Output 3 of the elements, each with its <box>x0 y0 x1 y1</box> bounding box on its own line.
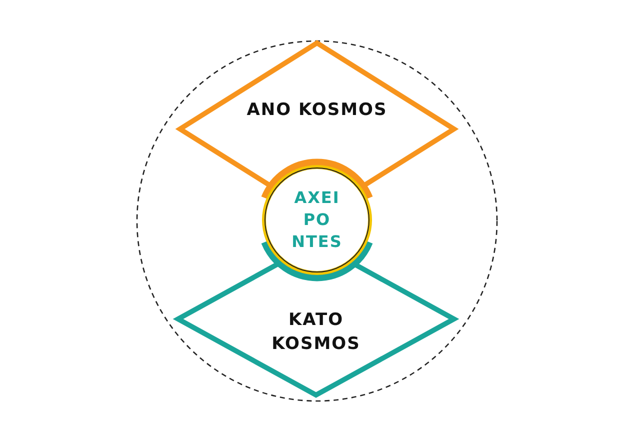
node-label: KATO KOSMOS <box>270 309 362 356</box>
node-label: ANO KOSMOS <box>246 99 388 122</box>
node-label: AXEI PO NTES <box>290 187 344 253</box>
